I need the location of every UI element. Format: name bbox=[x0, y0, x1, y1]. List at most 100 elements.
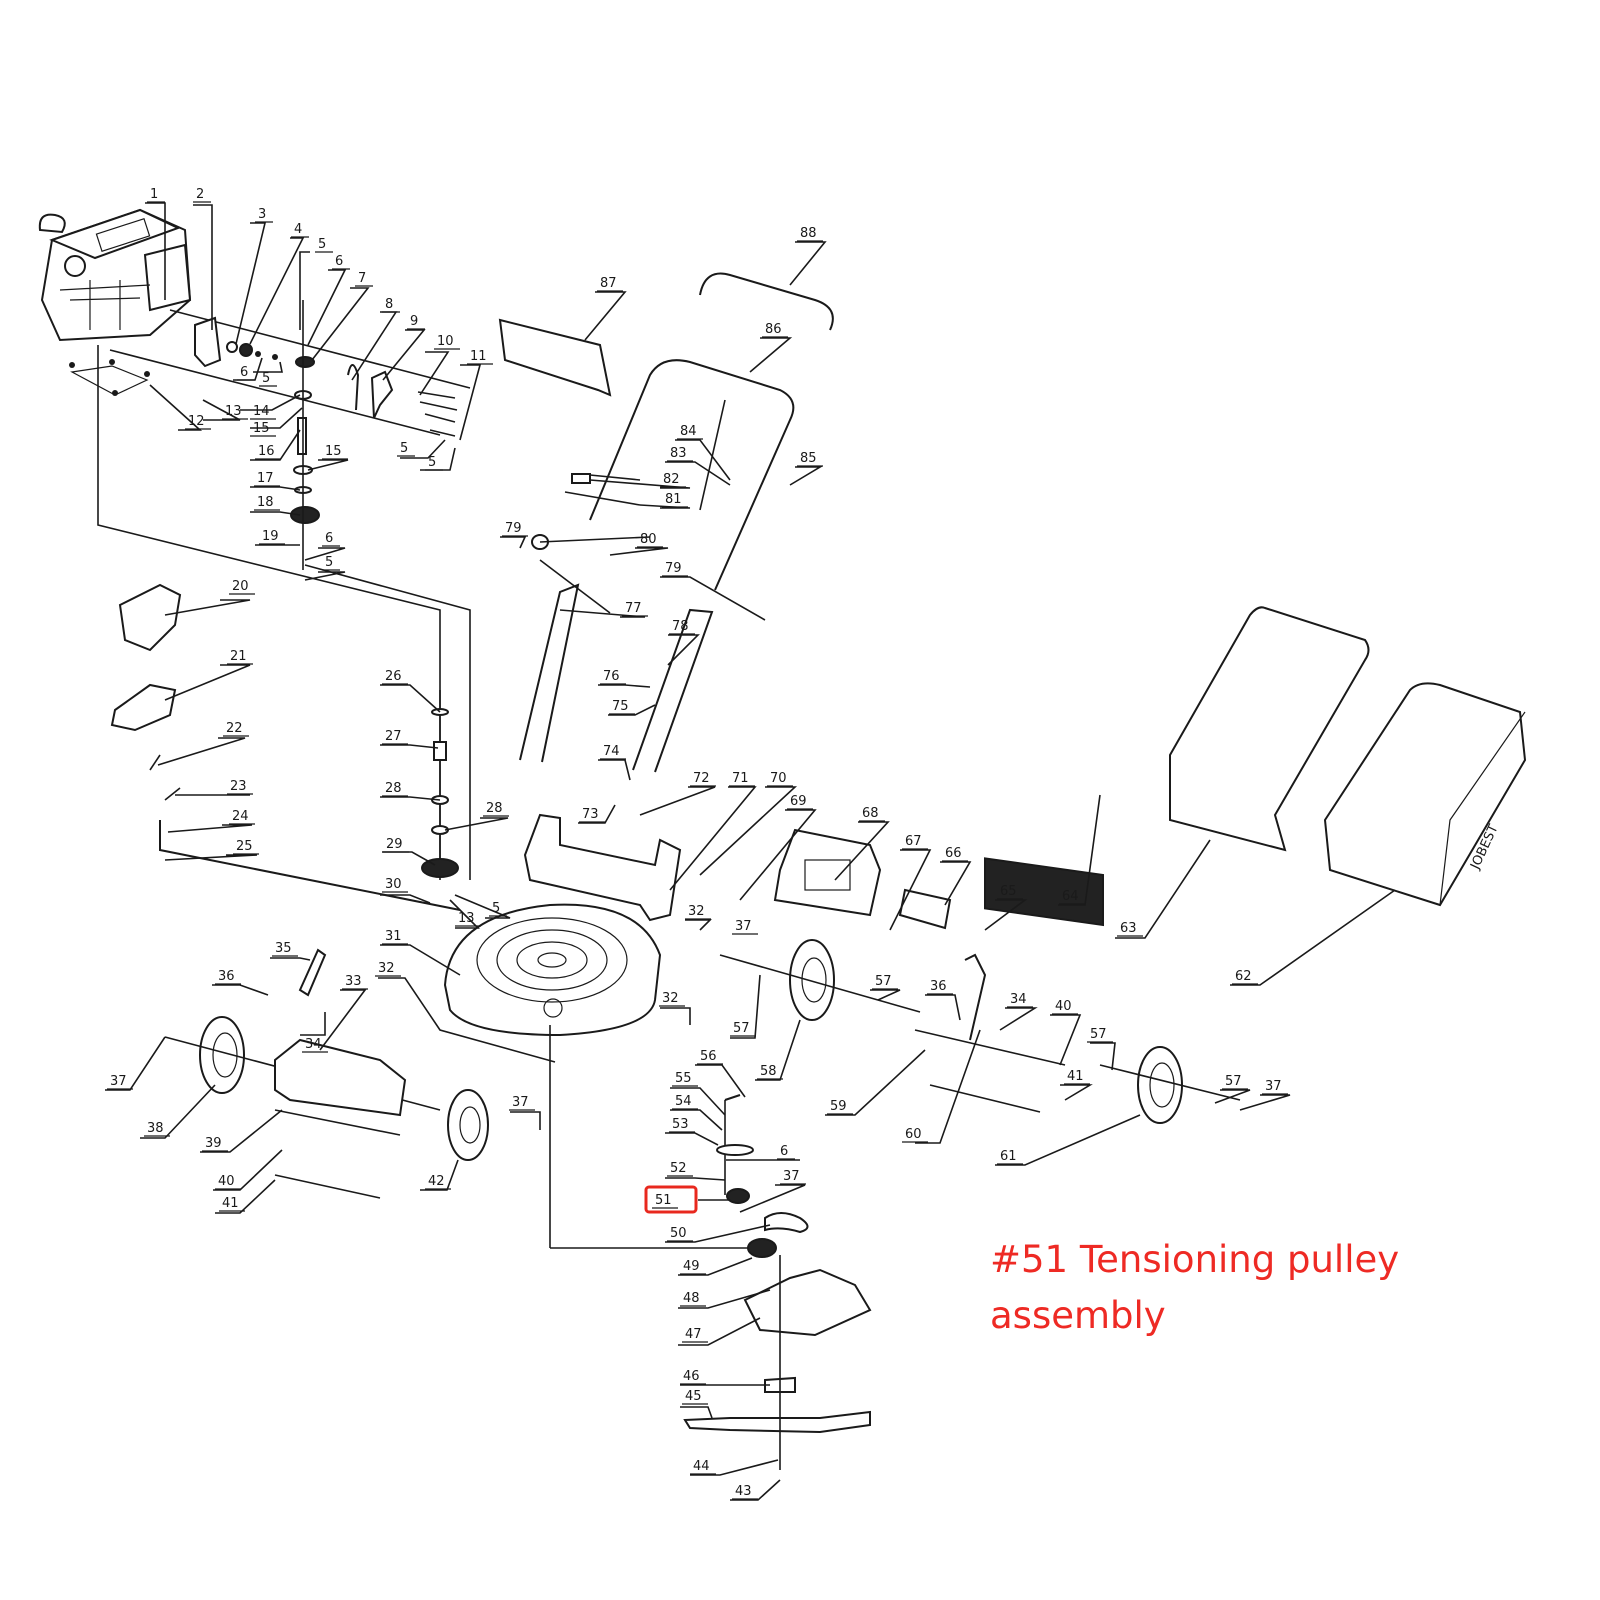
part-label-28: 28 bbox=[385, 781, 402, 796]
part-label-47: 47 bbox=[685, 1327, 702, 1342]
part-label-25: 25 bbox=[236, 839, 253, 854]
part-label-26: 26 bbox=[385, 669, 402, 684]
part-label-17: 17 bbox=[257, 471, 274, 486]
part-label-5: 5 bbox=[428, 455, 436, 470]
part-label-66: 66 bbox=[945, 846, 962, 861]
part-label-88: 88 bbox=[800, 226, 817, 241]
part-rear-housing-71 bbox=[523, 813, 682, 922]
part-label-40: 40 bbox=[1055, 999, 1072, 1014]
part-top-handle-88 bbox=[699, 272, 834, 331]
part-label-61: 61 bbox=[1000, 1149, 1017, 1164]
part-label-44: 44 bbox=[693, 1459, 710, 1474]
part-label-78: 78 bbox=[672, 619, 689, 634]
part-label-48: 48 bbox=[683, 1291, 700, 1306]
part-label-37: 37 bbox=[783, 1169, 800, 1184]
part-label-83: 83 bbox=[670, 446, 687, 461]
part-label-32: 32 bbox=[378, 961, 395, 976]
part-front-cover-33 bbox=[274, 1038, 407, 1117]
part-bushing-27 bbox=[433, 741, 447, 761]
part-label-79: 79 bbox=[505, 521, 522, 536]
part-rear-cover-21 bbox=[110, 683, 177, 732]
part-label-71: 71 bbox=[732, 771, 749, 786]
part-washer-3 bbox=[226, 341, 238, 353]
part-label-54: 54 bbox=[675, 1094, 692, 1109]
part-label-60: 60 bbox=[905, 1127, 922, 1142]
part-label-76: 76 bbox=[603, 669, 620, 684]
part-label-4: 4 bbox=[294, 222, 302, 237]
part-grass-guard-87 bbox=[498, 318, 612, 397]
part-cable-8 bbox=[347, 364, 360, 411]
part-bolts-11 bbox=[417, 391, 458, 437]
part-label-29: 29 bbox=[386, 837, 403, 852]
part-lower-handle-76 bbox=[632, 608, 714, 773]
part-label-33: 33 bbox=[345, 974, 362, 989]
part-label-9: 9 bbox=[410, 314, 418, 329]
part-rod-25 bbox=[159, 820, 461, 911]
part-label-31: 31 bbox=[385, 929, 402, 944]
part-axle-39 bbox=[274, 1109, 401, 1136]
part-label-84: 84 bbox=[680, 424, 697, 439]
part-label-73: 73 bbox=[582, 807, 599, 822]
part-label-52: 52 bbox=[670, 1161, 687, 1176]
part-label-6: 6 bbox=[325, 531, 333, 546]
part-label-50: 50 bbox=[670, 1226, 687, 1241]
part-gearbox-47 bbox=[743, 1268, 872, 1337]
highlight-box-part-51 bbox=[644, 1185, 698, 1214]
part-label-80: 80 bbox=[640, 532, 657, 547]
part-clip-82 bbox=[571, 473, 591, 484]
highlight-caption: #51 Tensioning pulley assembly bbox=[990, 1232, 1399, 1344]
part-label-11: 11 bbox=[470, 349, 487, 364]
part-label-19: 19 bbox=[262, 529, 279, 544]
caption-line-2: assembly bbox=[990, 1294, 1166, 1337]
part-label-20: 20 bbox=[232, 579, 249, 594]
part-washer-4 bbox=[239, 343, 253, 357]
part-label-15: 15 bbox=[325, 444, 342, 459]
part-label-7: 7 bbox=[358, 271, 366, 286]
part-screw-5 bbox=[272, 354, 278, 360]
part-label-35: 35 bbox=[275, 941, 292, 956]
part-blade-45 bbox=[683, 1410, 871, 1434]
part-drive-pulley-49 bbox=[747, 1238, 777, 1258]
caption-line-1: #51 Tensioning pulley bbox=[990, 1238, 1400, 1281]
part-label-37: 37 bbox=[1265, 1079, 1282, 1094]
part-lower-handle-77 bbox=[519, 583, 580, 763]
part-label-45: 45 bbox=[685, 1389, 702, 1404]
part-label-81: 81 bbox=[665, 492, 682, 507]
part-label-79: 79 bbox=[665, 561, 682, 576]
part-rod-41 bbox=[274, 1174, 381, 1199]
part-label-27: 27 bbox=[385, 729, 402, 744]
part-label-6: 6 bbox=[335, 254, 343, 269]
leader-crankshaft bbox=[304, 564, 471, 880]
part-label-40: 40 bbox=[218, 1174, 235, 1189]
part-label-69: 69 bbox=[790, 794, 807, 809]
part-bolts-12 bbox=[69, 359, 150, 396]
part-label-37: 37 bbox=[512, 1095, 529, 1110]
part-spring-22 bbox=[149, 754, 161, 771]
part-label-39: 39 bbox=[205, 1136, 222, 1151]
part-label-74: 74 bbox=[603, 744, 620, 759]
part-label-10: 10 bbox=[437, 334, 454, 349]
part-label-86: 86 bbox=[765, 322, 782, 337]
part-label-5: 5 bbox=[492, 901, 500, 916]
part-label-67: 67 bbox=[905, 834, 922, 849]
part-pulley-18 bbox=[290, 506, 320, 524]
part-label-56: 56 bbox=[700, 1049, 717, 1064]
part-label-6: 6 bbox=[780, 1144, 788, 1159]
part-deck bbox=[443, 903, 662, 1037]
part-upper-handle-86 bbox=[589, 359, 795, 591]
part-screw-6 bbox=[255, 351, 261, 357]
part-label-12: 12 bbox=[188, 414, 205, 429]
part-label-23: 23 bbox=[230, 779, 247, 794]
part-label-8: 8 bbox=[385, 297, 393, 312]
part-label-24: 24 bbox=[232, 809, 249, 824]
part-label-5: 5 bbox=[318, 237, 326, 252]
leader-engine-axis-lower bbox=[109, 349, 441, 436]
part-label-14: 14 bbox=[253, 404, 270, 419]
part-label-2: 2 bbox=[196, 187, 204, 202]
part-label-13: 13 bbox=[458, 911, 475, 926]
part-label-75: 75 bbox=[612, 699, 629, 714]
part-label-68: 68 bbox=[862, 806, 879, 821]
part-label-64: 64 bbox=[1062, 889, 1079, 904]
part-label-57: 57 bbox=[1225, 1074, 1242, 1089]
part-discharge-66 bbox=[898, 888, 952, 930]
